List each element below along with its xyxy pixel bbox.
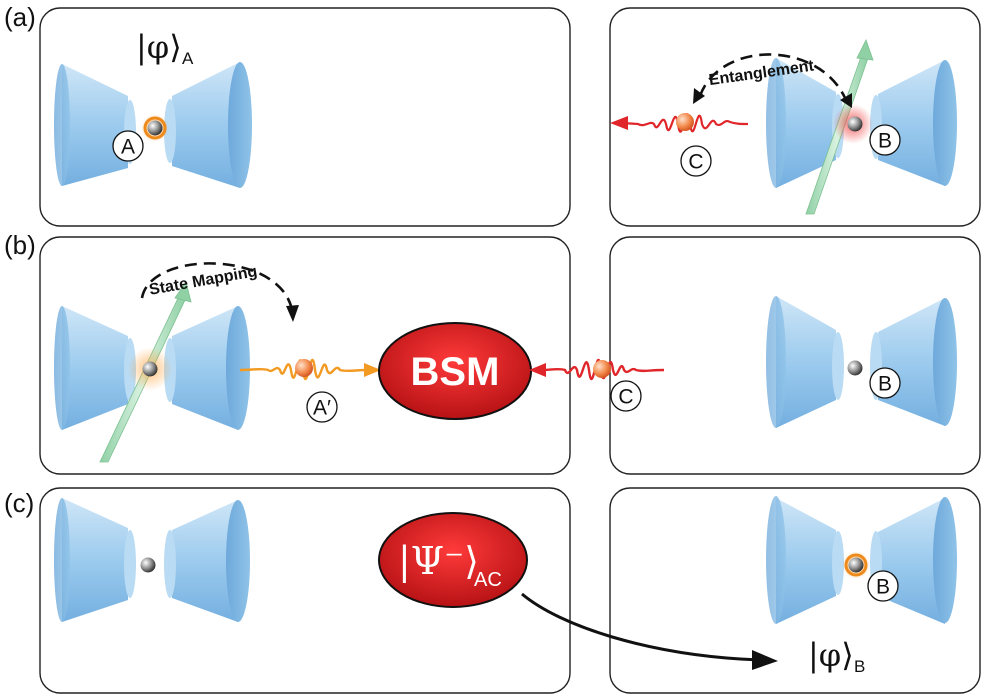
- panel-c-left: [39, 487, 571, 694]
- ket-psi-ac: |Ψ⁻⟩ AC: [398, 539, 502, 591]
- atom-b-b: [847, 360, 863, 376]
- atom-b-label-circle-a: [869, 124, 901, 156]
- entanglement-arc: [698, 53, 848, 101]
- photon-c-arrow-a-icon: [610, 116, 628, 130]
- feedforward-arrow: [521, 592, 761, 662]
- cavity-b-left: [54, 306, 250, 430]
- cavity-a-right: [766, 58, 957, 188]
- state-mapping-arrow-icon: [286, 305, 299, 322]
- state-mapping-label: State Mapping: [148, 263, 259, 299]
- ket-phi-b: |φ⟩ B: [808, 636, 865, 676]
- atom-b-a: [847, 116, 863, 132]
- atom-b-c: [848, 557, 864, 573]
- state-mapping-arc: [140, 262, 294, 311]
- atom-b-label-b: B: [878, 373, 892, 396]
- svg-text:|φ⟩: |φ⟩: [808, 636, 854, 674]
- photon-c-label-circle-a: [680, 145, 712, 177]
- psi-ellipse: [378, 512, 528, 608]
- cavity-b-right: [766, 296, 957, 428]
- atom-a-ring: [143, 116, 167, 140]
- photon-a-prime-label: A′: [313, 397, 331, 420]
- photon-c-label-a: C: [688, 151, 703, 174]
- svg-text:|φ⟩: |φ⟩: [136, 28, 182, 66]
- svg-text:AC: AC: [474, 569, 502, 591]
- panel-letter-c: (c): [4, 488, 34, 518]
- atom-b-label-circle-b: [869, 367, 901, 399]
- photon-c-b: [593, 360, 611, 378]
- photon-c-label-circle-b: [610, 380, 642, 412]
- ket-phi-a: |φ⟩ A: [136, 28, 194, 68]
- bsm-ellipse: [378, 322, 532, 420]
- entanglement-arrow-right-icon: [840, 93, 852, 108]
- photon-a-prime-label-circle: [306, 391, 338, 423]
- panel-c-right: [609, 487, 981, 694]
- panel-b-right: [609, 236, 981, 475]
- laser-arrow-a-icon: [856, 38, 874, 61]
- bsm-label: BSM: [411, 350, 500, 394]
- atom-a-label-circle: [112, 130, 144, 162]
- entanglement-arrow-left-icon: [693, 88, 705, 104]
- photon-c-label-b: C: [618, 386, 633, 409]
- atom-a-b: [142, 361, 158, 377]
- svg-text:|Ψ⁻⟩: |Ψ⁻⟩: [398, 539, 479, 583]
- photon-c-arrow-b-icon: [529, 363, 546, 377]
- photon-a-prime-arrow-icon: [364, 363, 381, 377]
- atom-b-label-c: B: [876, 576, 890, 599]
- atom-a: [147, 120, 163, 136]
- svg-text:B: B: [854, 657, 865, 676]
- atom-b-label-circle-c: [867, 570, 899, 602]
- panel-letter-b: (b): [4, 230, 36, 260]
- panel-a-left: [39, 7, 571, 227]
- panel-a-right: [609, 7, 981, 227]
- atom-b-label-a: B: [878, 130, 892, 153]
- panel-b-left: [39, 236, 571, 475]
- photon-c-a: [676, 113, 694, 131]
- svg-text:A: A: [182, 49, 194, 68]
- photon-a-prime: [295, 359, 313, 377]
- feedforward-arrow-head-icon: [752, 650, 778, 670]
- atom-b-ring-c: [844, 553, 868, 577]
- cavity-c-left: [54, 498, 250, 622]
- panel-letter-a: (a): [4, 2, 36, 32]
- atom-a-label: A: [121, 136, 135, 159]
- atom-a-c: [140, 557, 156, 573]
- laser-arrow-b-icon: [174, 281, 192, 303]
